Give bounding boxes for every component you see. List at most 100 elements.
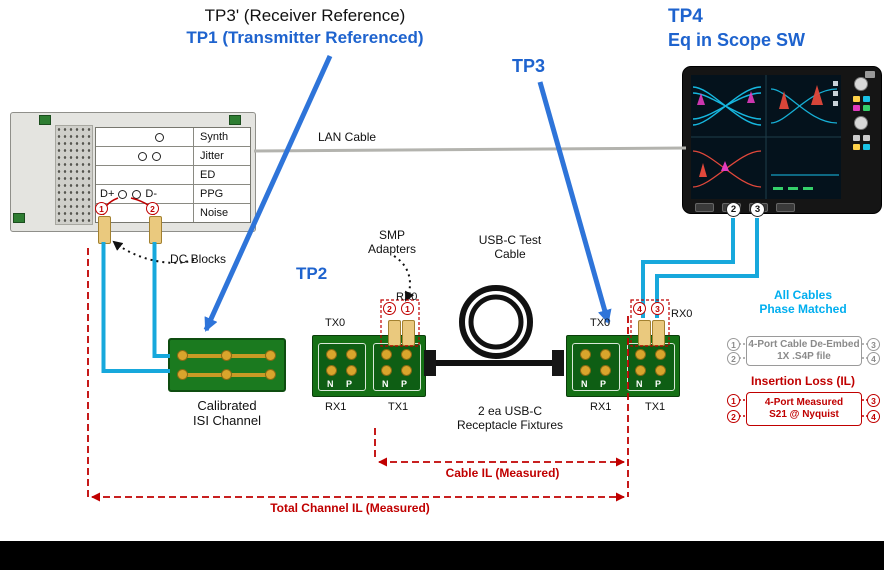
legend-gray-1: 1	[727, 338, 740, 351]
scope-button[interactable]	[776, 203, 795, 212]
scope-screen	[691, 75, 841, 199]
marker-3-scope: 3	[750, 202, 765, 217]
legend-red-3: 3	[867, 394, 880, 407]
gold-pad	[600, 349, 611, 360]
legend-red-1: 1	[727, 394, 740, 407]
title-tp2: TP2	[296, 264, 328, 283]
title-tp4-sub: Eq in Scope SW	[668, 30, 806, 50]
gold-pad	[635, 365, 646, 376]
instrument-port-green-left	[39, 115, 51, 125]
instrument-port-green-bottom	[13, 213, 25, 223]
ppg-label: PPG	[193, 185, 246, 203]
scope-knob[interactable]	[854, 116, 868, 130]
fixture-right-tx0-label: TX0	[590, 317, 611, 329]
instrument-row-synth: Synth	[96, 128, 250, 147]
scope-button[interactable]	[862, 105, 870, 111]
jitter-label: Jitter	[193, 147, 246, 165]
legend-gray-4: 4	[867, 352, 880, 365]
scope-button[interactable]	[852, 135, 860, 141]
dc-block-connector-2	[149, 216, 162, 244]
cable-il-label: Cable IL (Measured)	[445, 466, 560, 480]
title-tp3: TP3	[512, 56, 546, 76]
marker-3-fixture-right: 3	[651, 302, 664, 315]
scope-button[interactable]	[862, 96, 870, 102]
legend-red-4: 4	[867, 410, 880, 423]
gold-pad	[221, 350, 232, 361]
scope-button[interactable]	[862, 135, 870, 141]
connector-port-icon	[152, 151, 161, 161]
gold-pad	[635, 349, 646, 360]
scope-control-panel	[845, 77, 877, 199]
connector-port-icon	[138, 151, 147, 161]
dc-block-connector-1	[98, 216, 111, 244]
lan-cable-line	[253, 146, 687, 153]
fixture-left-tx1-label: TX1	[388, 401, 409, 413]
dplus-port-icon	[118, 189, 128, 199]
marker-2-scope: 2	[726, 202, 741, 217]
gold-pad	[346, 349, 357, 360]
isi-channel-board	[168, 338, 286, 392]
np-section: N P	[627, 343, 675, 391]
tp3-arrow	[537, 81, 612, 324]
marker-1-fixture-left: 1	[401, 302, 414, 315]
legend-red-2: 2	[727, 410, 740, 423]
smp-connector	[388, 320, 401, 346]
usb-c-cable	[427, 285, 563, 366]
instrument-vent-grid	[55, 125, 93, 225]
title-tp4: TP4	[668, 6, 703, 27]
smp-connector	[402, 320, 415, 346]
lan-cable-label: LAN Cable	[318, 130, 377, 144]
scope-button[interactable]	[862, 144, 870, 150]
scope-knob[interactable]	[854, 77, 868, 91]
legend-gray-2: 2	[727, 352, 740, 365]
scope-button[interactable]	[852, 96, 860, 102]
fixture-right-tx1-label: TX1	[645, 401, 666, 413]
instrument-row-ed: ED	[96, 166, 250, 185]
gold-pad	[655, 349, 666, 360]
usb-plug	[552, 350, 564, 376]
instrument-module-panel: Synth Jitter ED D+ D- PPG Noise	[95, 127, 251, 223]
np-label: N P	[635, 379, 666, 389]
marker-2-instrument: 2	[146, 202, 159, 215]
connector-port-icon	[155, 132, 164, 142]
gold-pad	[580, 365, 591, 376]
np-label: N P	[381, 379, 412, 389]
scope-button[interactable]	[852, 144, 860, 150]
np-section: N P	[373, 343, 421, 391]
smp-connector	[652, 320, 665, 346]
legend-gray-3: 3	[867, 338, 880, 351]
fixture-right-rx0-label: RX0	[671, 308, 693, 320]
insertion-loss-title: Insertion Loss (IL)	[750, 374, 855, 388]
gold-pad	[177, 369, 188, 380]
scope-bottom-buttons	[695, 203, 795, 212]
fixture-left-tx0-label: TX0	[325, 317, 346, 329]
marker-2-fixture-left: 2	[383, 302, 396, 315]
instrument-row-noise: Noise	[96, 204, 250, 222]
gold-pad	[265, 369, 276, 380]
scope-logo	[865, 71, 875, 78]
gold-pad	[265, 350, 276, 361]
title-tp1: TP1 (Transmitter Referenced)	[186, 28, 424, 47]
np-label: N P	[326, 379, 357, 389]
gold-pad	[655, 365, 666, 376]
bottom-black-bar	[0, 541, 884, 570]
synth-label: Synth	[193, 128, 246, 146]
np-section: N P	[572, 343, 620, 391]
dminus-port-icon	[132, 189, 142, 199]
np-section: N P	[318, 343, 366, 391]
gold-pad	[381, 349, 392, 360]
scope-button[interactable]	[852, 105, 860, 111]
instrument-port-green-right	[229, 115, 241, 125]
fixture-left-rx1-label: RX1	[325, 401, 347, 413]
gold-pad	[600, 365, 611, 376]
ed-label: ED	[193, 166, 246, 184]
title-tp3-prime: TP3' (Receiver Reference)	[204, 6, 406, 25]
fixture-right-rx1-label: RX1	[590, 401, 612, 413]
scope-button[interactable]	[695, 203, 714, 212]
gold-pad	[580, 349, 591, 360]
